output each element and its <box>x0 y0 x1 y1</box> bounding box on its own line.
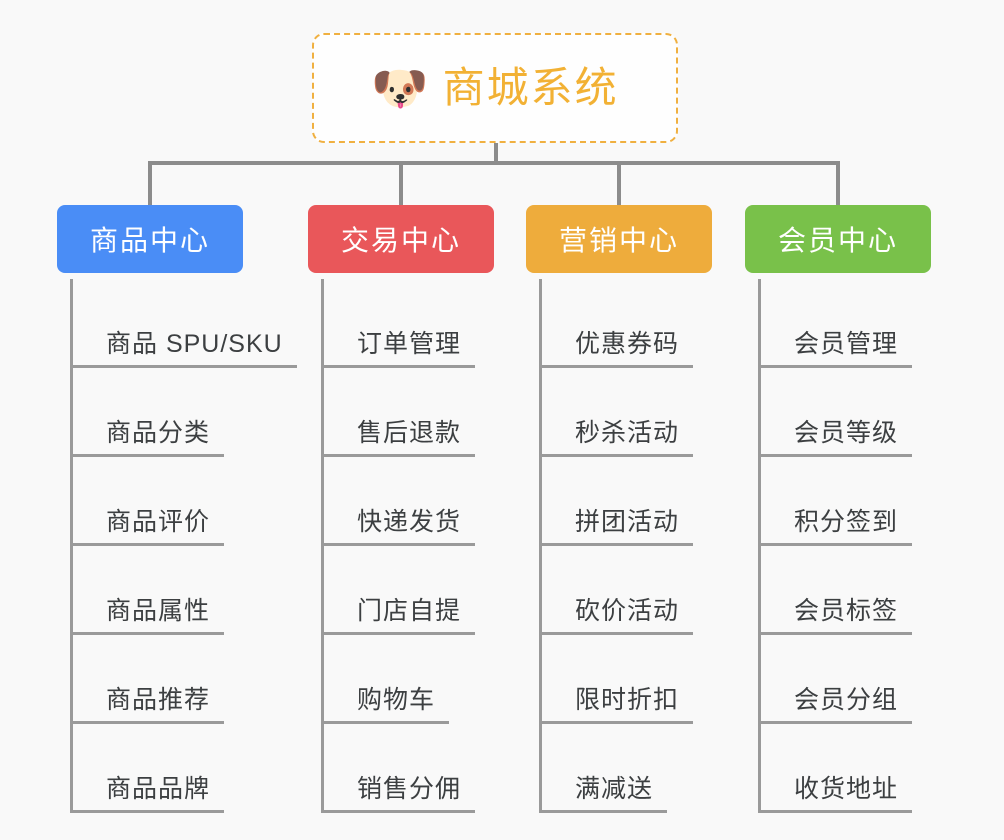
category-box-trade-center[interactable]: 交易中心 <box>308 205 494 273</box>
leaf-item[interactable]: 会员标签 <box>761 546 931 635</box>
leaf-item[interactable]: 商品评价 <box>73 457 243 546</box>
leaf-item-label: 商品分类 <box>73 419 225 457</box>
category-box-member-center[interactable]: 会员中心 <box>745 205 931 273</box>
leaf-item-label: 商品属性 <box>73 597 225 635</box>
leaf-item-label: 优惠券码 <box>542 330 694 368</box>
connector-root-stem <box>494 143 498 164</box>
leaf-item[interactable]: 商品分类 <box>73 368 243 457</box>
connector-drop-member-center <box>836 161 840 208</box>
leaf-item-label: 快递发货 <box>324 508 476 546</box>
branch-product-center: 商品 SPU/SKU 商品分类商品评价商品属性商品推荐商品品牌 <box>70 279 297 813</box>
leaf-item-label: 商品品牌 <box>73 775 225 813</box>
branch-marketing-center: 优惠券码秒杀活动拼团活动砍价活动限时折扣满减送 <box>539 279 712 813</box>
leaf-item[interactable]: 砍价活动 <box>542 546 712 635</box>
leaf-item[interactable]: 商品属性 <box>73 546 243 635</box>
leaf-item[interactable]: 商品 SPU/SKU <box>73 279 297 368</box>
leaf-item-label: 拼团活动 <box>542 508 694 546</box>
leaf-item-label: 会员标签 <box>761 597 913 635</box>
connector-drop-marketing-center <box>617 161 621 208</box>
leaf-item[interactable]: 订单管理 <box>324 279 494 368</box>
leaf-item[interactable]: 会员等级 <box>761 368 931 457</box>
leaf-item[interactable]: 拼团活动 <box>542 457 712 546</box>
leaf-item[interactable]: 会员分组 <box>761 635 931 724</box>
leaf-item[interactable]: 会员管理 <box>761 279 931 368</box>
leaf-item-label: 满减送 <box>542 775 668 813</box>
leaf-item-label: 商品评价 <box>73 508 225 546</box>
leaf-item-label: 订单管理 <box>324 330 476 368</box>
leaf-item-label: 限时折扣 <box>542 686 694 724</box>
leaf-item[interactable]: 售后退款 <box>324 368 494 457</box>
branch-trade-center: 订单管理售后退款快递发货门店自提购物车销售分佣 <box>321 279 494 813</box>
leaf-item-label: 销售分佣 <box>324 775 476 813</box>
leaf-item[interactable]: 秒杀活动 <box>542 368 712 457</box>
leaf-item-label: 会员管理 <box>761 330 913 368</box>
leaf-item[interactable]: 限时折扣 <box>542 635 712 724</box>
leaf-item-label: 会员分组 <box>761 686 913 724</box>
category-box-marketing-center[interactable]: 营销中心 <box>526 205 712 273</box>
root-node-shopping-mall-system[interactable]: 🐶 商城系统 <box>312 33 678 143</box>
category-box-product-center[interactable]: 商品中心 <box>57 205 243 273</box>
leaf-item-label: 积分签到 <box>761 508 913 546</box>
leaf-item[interactable]: 商品品牌 <box>73 724 243 813</box>
leaf-item[interactable]: 收货地址 <box>761 724 931 813</box>
leaf-item-label: 商品推荐 <box>73 686 225 724</box>
leaf-item-label: 商品 SPU/SKU <box>73 330 297 368</box>
branch-member-center: 会员管理会员等级积分签到会员标签会员分组收货地址 <box>758 279 931 813</box>
column-product-center: 商品中心商品 SPU/SKU 商品分类商品评价商品属性商品推荐商品品牌 <box>57 205 297 813</box>
leaf-item-label: 购物车 <box>324 686 450 724</box>
column-member-center: 会员中心会员管理会员等级积分签到会员标签会员分组收货地址 <box>745 205 931 813</box>
leaf-item-label: 秒杀活动 <box>542 419 694 457</box>
connector-drop-product-center <box>148 161 152 208</box>
column-trade-center: 交易中心订单管理售后退款快递发货门店自提购物车销售分佣 <box>308 205 494 813</box>
root-node-title: 商城系统 <box>442 64 619 111</box>
leaf-item-label: 售后退款 <box>324 419 476 457</box>
connector-horizontal-bus <box>148 161 840 165</box>
column-marketing-center: 营销中心优惠券码秒杀活动拼团活动砍价活动限时折扣满减送 <box>526 205 712 813</box>
leaf-item[interactable]: 优惠券码 <box>542 279 712 368</box>
leaf-item-label: 砍价活动 <box>542 597 694 635</box>
leaf-item-label: 收货地址 <box>761 775 913 813</box>
leaf-item-label: 会员等级 <box>761 419 913 457</box>
leaf-item[interactable]: 满减送 <box>542 724 712 813</box>
leaf-item[interactable]: 销售分佣 <box>324 724 494 813</box>
leaf-item-label: 门店自提 <box>324 597 476 635</box>
connector-drop-trade-center <box>399 161 403 208</box>
leaf-item[interactable]: 积分签到 <box>761 457 931 546</box>
leaf-item[interactable]: 门店自提 <box>324 546 494 635</box>
leaf-item[interactable]: 购物车 <box>324 635 494 724</box>
leaf-item[interactable]: 快递发货 <box>324 457 494 546</box>
dog-face-icon: 🐶 <box>371 62 429 114</box>
leaf-item[interactable]: 商品推荐 <box>73 635 243 724</box>
